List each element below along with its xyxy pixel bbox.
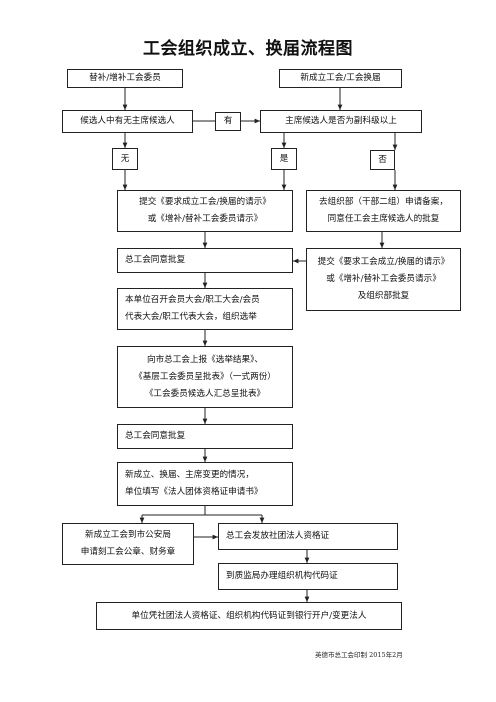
node-organization-dept-filing: 去组织部（干部二组）申请备案， 同意任工会主席候选人的批复	[306, 190, 461, 232]
node-label-line1: 提交《要求成立工会/换届的请示》	[139, 197, 271, 207]
node-label-line1: 新成立、换届、主席变更的情况，	[125, 470, 254, 480]
label-no: 否	[370, 150, 395, 170]
node-label: 总工会同意批复	[125, 431, 186, 441]
node-label: 到质监局办理组织机构代码证	[226, 571, 338, 581]
node-label: 单位凭社团法人资格证、组织机构代码证到银行开户/变更法人	[131, 610, 367, 621]
node-label-line1: 向市总工会上报《选举结果》、	[146, 354, 263, 365]
node-label-line1: 去组织部（干部二组）申请备案，	[319, 197, 448, 207]
page-title: 工会组织成立、换届流程图	[143, 39, 353, 59]
node-new-union-reelection: 新成立工会/工会换届	[279, 69, 402, 88]
node-organization-code: 到质监局办理组织机构代码证	[218, 563, 398, 590]
node-submit-request: 提交《要求成立工会/换届的请示》 或《增补/替补工会委员请示》	[117, 190, 293, 232]
node-submit-with-approval: 提交《要求工会成立/换届的请示》 或《增补/替补工会委员请示》 及组织部批复	[306, 248, 461, 311]
node-fill-application: 新成立、换届、主席变更的情况， 单位填写《法人团体资格证申请书》	[117, 462, 293, 506]
node-label: 替补/增补工会委员	[89, 73, 161, 83]
node-issue-certificate: 总工会发放社团法人资格证	[218, 523, 398, 550]
node-label-line2: 申请刻工会公章、财务章	[80, 547, 176, 557]
node-label: 主席候选人是否为副科级以上	[285, 116, 397, 126]
label-yes-has: 有	[215, 112, 241, 131]
label-yes: 是	[271, 148, 297, 170]
node-label: 无	[120, 153, 130, 164]
node-engrave-seals: 新成立工会到市公安局 申请刻工会公章、财务章	[62, 523, 194, 565]
node-federation-approval-1: 总工会同意批复	[117, 248, 293, 273]
node-label: 有	[223, 116, 233, 126]
node-label-line1: 提交《要求工会成立/换届的请示》	[317, 257, 450, 267]
node-label: 否	[378, 154, 387, 165]
node-label-line2: 单位填写《法人团体资格证申请书》	[125, 487, 263, 497]
node-hold-election: 本单位召开会员大会/职工大会/会员 代表大会/职工代表大会，组织选举	[117, 288, 293, 330]
node-label-line2: 同意任工会主席候选人的批复	[327, 214, 440, 224]
footer-note: 英德市总工会印制 2015年2月	[315, 651, 403, 659]
node-replace-committee-member: 替补/增补工会委员	[67, 69, 183, 88]
node-label-line2: 代表大会/职工代表大会，组织选举	[125, 312, 257, 322]
node-label: 候选人中有无主席候选人	[80, 116, 175, 126]
node-report-results: 向市总工会上报《选举结果》、 《基层工会委员呈批表》（一式两份） 《工会委员候选…	[117, 346, 293, 408]
node-federation-approval-2: 总工会同意批复	[117, 424, 293, 449]
label-none: 无	[112, 148, 138, 170]
node-label-line3: 《工会委员候选人汇总呈批表》	[144, 388, 266, 399]
node-label: 总工会同意批复	[125, 255, 186, 265]
node-chair-rank-check: 主席候选人是否为副科级以上	[260, 110, 422, 133]
node-bank-account: 单位凭社团法人资格证、组织机构代码证到银行开户/变更法人	[96, 602, 402, 630]
node-label-line2: 或《增补/替补工会委员请示》	[147, 214, 263, 224]
node-label-line3: 及组织部批复	[357, 291, 410, 301]
node-chair-candidate-check: 候选人中有无主席候选人	[62, 110, 193, 133]
node-label-line2: 《基层工会委员呈批表》（一式两份）	[134, 371, 276, 382]
node-label: 总工会发放社团法人资格证	[226, 531, 330, 541]
node-label: 是	[279, 153, 289, 164]
node-label-line1: 新成立工会到市公安局	[85, 530, 171, 540]
node-label: 新成立工会/工会换届	[300, 73, 381, 83]
node-label-line2: 或《增补/替补工会委员请示》	[326, 274, 441, 284]
node-label-line1: 本单位召开会员大会/职工大会/会员	[125, 295, 260, 305]
